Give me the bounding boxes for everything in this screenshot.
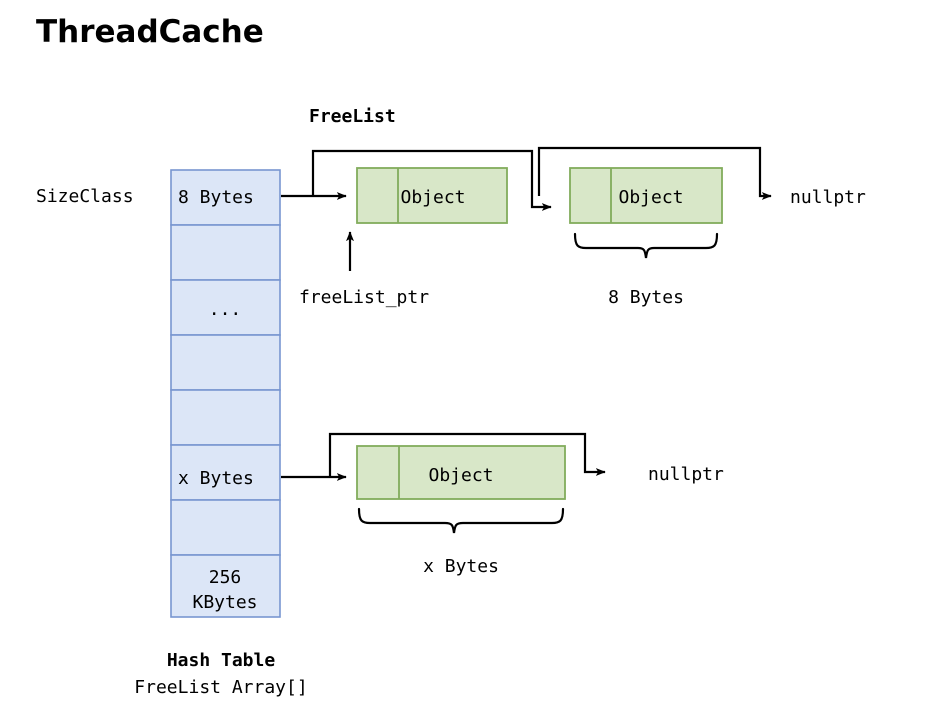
- freelist-heading: FreeList: [309, 106, 396, 127]
- hash-table-cell-7[interactable]: 256 KBytes: [170, 554, 281, 618]
- freelist-ptr-label: freeList_ptr: [299, 287, 429, 308]
- hash-table-cell-2[interactable]: ...: [170, 279, 281, 336]
- hash-table-cell-1[interactable]: [170, 224, 281, 281]
- hash-table-cell-2-label: ...: [209, 299, 242, 320]
- hash-table-cell-6[interactable]: [170, 499, 281, 556]
- hash-table-cell-7-label-2: KBytes: [192, 592, 257, 613]
- hash-table-cell-0-label: 8 Bytes: [178, 187, 254, 208]
- hash-table-cell-4[interactable]: [170, 389, 281, 446]
- object-node-2-label: Object: [618, 187, 683, 208]
- object-node-1-label: Object: [400, 187, 465, 208]
- hash-table-cell-7-label: 256: [209, 567, 242, 588]
- footer-hash-table: Hash Table: [167, 650, 276, 671]
- object-node-2[interactable]: Object: [569, 167, 723, 224]
- hash-table-cell-5[interactable]: x Bytes: [170, 444, 281, 501]
- hash-table: 8 Bytes ... x Bytes: [170, 169, 281, 618]
- brace-x-bytes-label: x Bytes: [423, 556, 499, 577]
- sizeclass-label: SizeClass: [36, 186, 134, 207]
- hash-table-cell-3[interactable]: [170, 334, 281, 391]
- footer-freelist-array: FreeList Array[]: [134, 677, 307, 698]
- brace-x-bytes: [357, 507, 565, 534]
- brace-8-bytes: [573, 232, 719, 259]
- object-node-3[interactable]: Object: [356, 445, 566, 500]
- object-node-3-label: Object: [428, 465, 493, 486]
- link-object-1-to-object-2: [311, 149, 552, 211]
- nullptr-label-top: nullptr: [790, 187, 866, 208]
- page-title: ThreadCache: [36, 14, 264, 50]
- nullptr-label-bottom: nullptr: [648, 464, 724, 485]
- brace-8-bytes-label: 8 Bytes: [608, 287, 684, 308]
- object-node-1[interactable]: Object: [356, 167, 508, 224]
- link-object-3-to-nullptr: [328, 432, 606, 477]
- hash-table-cell-0[interactable]: 8 Bytes: [170, 169, 281, 226]
- link-object-2-to-nullptr: [537, 146, 772, 200]
- hash-table-cell-5-label: x Bytes: [178, 468, 254, 489]
